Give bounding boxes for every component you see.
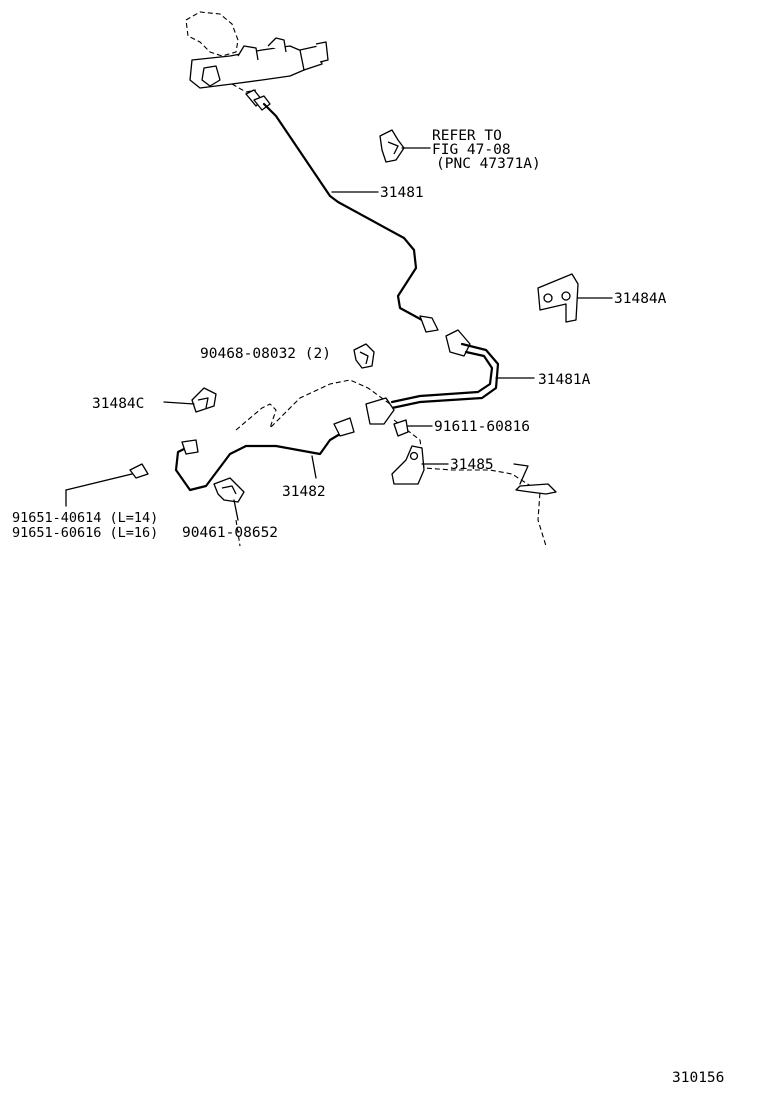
master-cylinder-drawing	[185, 11, 329, 111]
bolt-91651	[129, 463, 149, 479]
union-bolt-91611	[393, 419, 409, 437]
label-31481A: 31481A	[538, 372, 591, 388]
chassis-outline	[235, 379, 557, 547]
label-refer-line1: REFER TO	[432, 128, 502, 144]
label-31484A: 31484A	[614, 291, 667, 307]
bracket-31484C	[191, 387, 217, 413]
brake-tube-31481	[262, 102, 439, 333]
figure-code: 310156	[672, 1070, 724, 1086]
bracket-31485	[391, 445, 425, 485]
label-90461-08652: 90461-08652	[182, 525, 278, 541]
label-91611-60816: 91611-60816	[434, 419, 530, 435]
label-90468-08032: 90468-08032 (2)	[200, 346, 331, 362]
bracket-31484A	[537, 273, 579, 323]
label-31481: 31481	[380, 185, 424, 201]
clamp-90461	[213, 477, 245, 503]
label-refer-line2: FIG 47-08	[432, 142, 511, 158]
label-91651-60616: 91651-60616 (L=16)	[12, 525, 158, 541]
clip-90468	[353, 343, 375, 369]
brake-tube-31482	[174, 417, 355, 492]
leader-lines	[65, 147, 613, 521]
label-31482: 31482	[282, 484, 326, 500]
label-31485: 31485	[450, 457, 494, 473]
label-91651-40614: 91651-40614 (L=14)	[12, 510, 158, 526]
label-refer-line3: (PNC 47371A)	[436, 156, 541, 172]
flexible-hose-31481A	[365, 329, 500, 425]
label-31484C: 31484C	[92, 396, 144, 412]
clip-refer-fig	[379, 129, 405, 163]
